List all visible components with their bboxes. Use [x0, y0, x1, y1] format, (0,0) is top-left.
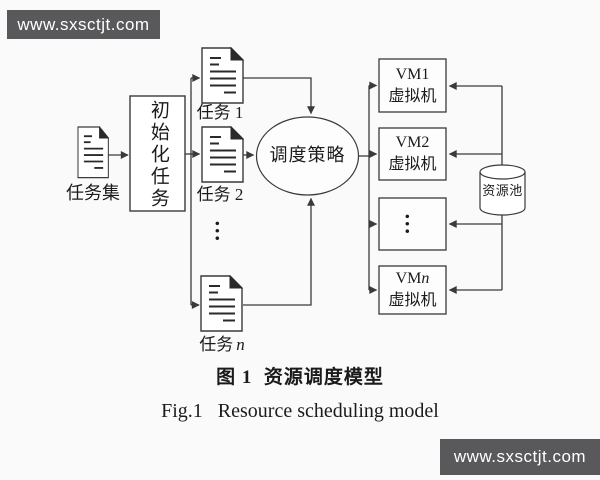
vm1-type: 虚拟机	[388, 87, 437, 105]
vmn-name: VMn	[396, 268, 430, 290]
task-ellipsis: …	[205, 211, 239, 251]
diagram-nodes	[77, 47, 526, 332]
vm2-name: VM2	[395, 134, 430, 152]
task1-document-icon	[201, 47, 244, 104]
scheduler-label: 调度策略	[269, 145, 346, 165]
taskn-label-var: n	[236, 335, 245, 354]
watermark-url-bottom: www.sxsctjt.com	[453, 447, 587, 466]
vmn-name-var: n	[421, 270, 430, 288]
task2-label: 任务 2	[196, 185, 244, 204]
vm-dots-box	[378, 197, 447, 251]
vm1-box	[378, 58, 447, 113]
vmn-label: VMn 虚拟机	[379, 266, 446, 314]
init-task-label-text: 初始化任务	[147, 99, 169, 210]
watermark-banner-bottom: www.sxsctjt.com	[440, 439, 600, 475]
vm2-box	[378, 127, 447, 181]
task-ellipsis-dots: …	[210, 219, 236, 243]
task1-label: 任务 1	[196, 103, 244, 122]
vm1-label: VM1 虚拟机	[379, 59, 446, 112]
vm-ellipsis-dots: …	[400, 212, 426, 236]
taskn-document-icon	[200, 275, 243, 332]
resource-pool-label: 资源池	[482, 183, 523, 198]
watermark-url-top: www.sxsctjt.com	[17, 14, 150, 34]
vm1-name: VM1	[395, 65, 430, 83]
resource-pool-cylinder	[479, 164, 526, 216]
task2-document-icon	[201, 126, 244, 183]
watermark-banner-top: www.sxsctjt.com	[7, 10, 160, 39]
vmn-type: 虚拟机	[388, 292, 437, 309]
task-set-label: 任务集	[66, 183, 120, 203]
scheduler-ellipse	[255, 116, 360, 196]
vm2-label: VM2 虚拟机	[379, 128, 446, 180]
init-task-label: 初始化任务	[130, 98, 185, 211]
vm-ellipsis: …	[379, 198, 446, 250]
figure-caption-zh: 图 1 资源调度模型	[216, 367, 384, 388]
task-set-document-icon	[77, 126, 110, 179]
vmn-name-prefix: VM	[395, 270, 422, 288]
vmn-box	[378, 265, 447, 315]
taskn-label-prefix: 任务	[199, 335, 234, 354]
init-task-box	[129, 95, 186, 212]
figure-caption-en: Fig.1 Resource scheduling model	[161, 400, 439, 422]
vm2-type: 虚拟机	[388, 156, 437, 173]
connector-arrows	[108, 74, 503, 309]
